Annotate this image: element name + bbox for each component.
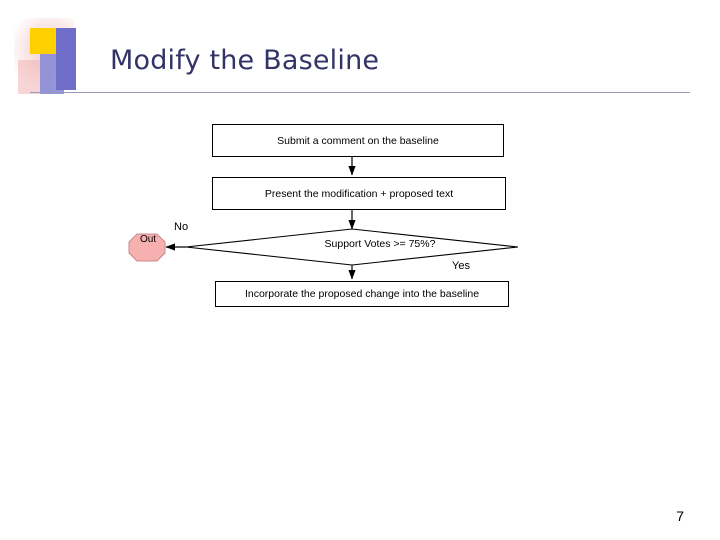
node-out-terminator: Out [139, 234, 157, 245]
node-incorporate-change: Incorporate the proposed change into the… [215, 281, 509, 307]
edge-label-no: No [174, 221, 189, 233]
page-title: Modify the Baseline [110, 45, 380, 76]
node-submit-comment: Submit a comment on the baseline [212, 124, 504, 157]
edge-label-yes: Yes [452, 260, 470, 272]
title-divider [30, 92, 690, 93]
node-present-modification: Present the modification + proposed text [212, 177, 506, 210]
node-support-votes-decision: Support Votes >= 75%? [324, 238, 436, 250]
page-number: 7 [676, 508, 684, 524]
